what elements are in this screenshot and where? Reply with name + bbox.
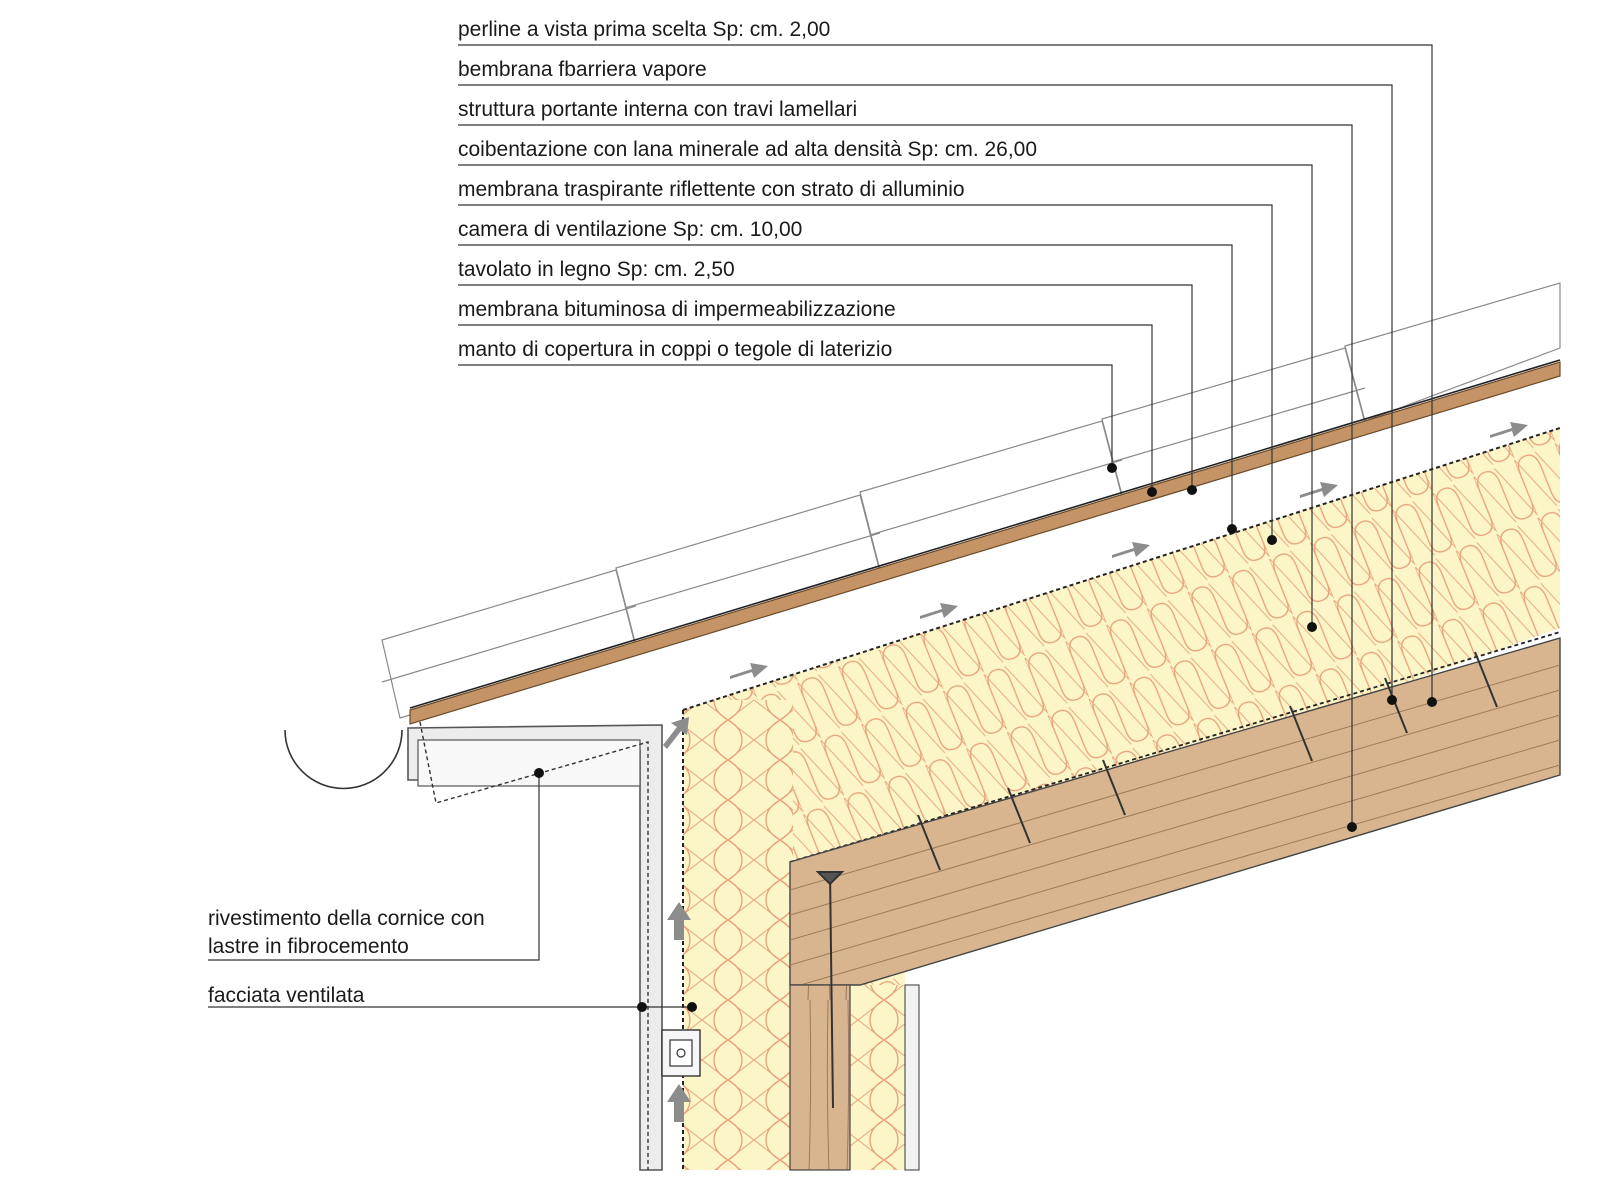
label-coibentazione: coibentazione con lana minerale ad alta … [458,138,1037,161]
label-struttura: struttura portante interna con travi lam… [458,98,857,121]
label-camera-ventilazione: camera di ventilazione Sp: cm. 10,00 [458,218,802,241]
label-membrana-bituminosa: membrana bituminosa di impermeabilizzazi… [458,298,896,321]
ventilation-arrows [663,422,1528,1122]
label-tavolato: tavolato in legno Sp: cm. 2,50 [458,258,735,281]
label-membrana-traspirante: membrana traspirante riflettente con str… [458,178,965,201]
label-facciata-ventilata: facciata ventilata [208,984,365,1007]
gutter [284,729,403,790]
label-cornice-line1: rivestimento della cornice con [208,907,485,930]
facade-bracket [661,1029,701,1077]
label-manto-copertura: manto di copertura in coppi o tegole di … [458,338,892,361]
leader-lines [208,44,1433,1008]
vapour-barrier [789,631,1561,863]
label-barriera-vapore: bembrana fbarriera vapore [458,58,707,81]
roof-tiles [381,282,1561,719]
label-cornice-line2: lastre in fibrocemento [208,935,409,958]
bituminous-membrane [409,359,1561,709]
leader-dots [534,463,1437,1012]
fixing-screws [815,651,1498,1109]
cornice-cladding [407,721,663,1171]
label-perline: perline a vista prima scelta Sp: cm. 2,0… [458,18,830,41]
glulam-beam [789,637,1561,1171]
